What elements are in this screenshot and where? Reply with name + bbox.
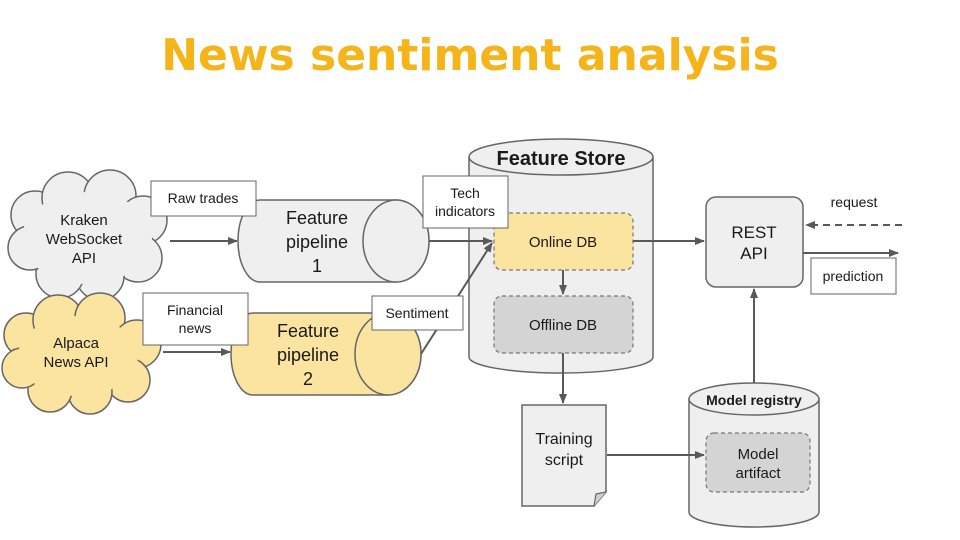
model-artifact-label-1: Model <box>738 446 779 463</box>
offline-db <box>493 295 634 354</box>
kraken-label-3: API <box>72 250 96 267</box>
financial-news-text-2: news <box>179 320 212 336</box>
training-script: Training script <box>521 404 607 507</box>
pipeline2-label-2: pipeline <box>277 345 339 365</box>
label-prediction: prediction <box>810 257 897 295</box>
rest-api-label-1: REST <box>731 223 776 242</box>
pipeline1-label-1: Feature <box>286 208 348 228</box>
kraken-label-2: WebSocket <box>46 231 123 248</box>
label-raw-trades: Raw trades <box>150 180 257 217</box>
kraken-label-1: Kraken <box>60 212 108 229</box>
training-script-label-1: Training <box>535 431 592 448</box>
tech-indicators-text-2: indicators <box>435 203 495 219</box>
financial-news-text-1: Financial <box>167 302 223 318</box>
raw-trades-text: Raw trades <box>168 190 239 206</box>
offline-db-label: Offline DB <box>529 317 597 334</box>
model-artifact-label-2: artifact <box>735 465 781 482</box>
alpaca-label-1: Alpaca <box>53 335 100 352</box>
tech-indicators-text-1: Tech <box>450 185 480 201</box>
model-artifact <box>705 432 811 493</box>
pipeline2-label-1: Feature <box>277 321 339 341</box>
rest-api: REST API <box>705 196 804 288</box>
page-title: News sentiment analysis <box>161 30 779 81</box>
label-tech-indicators: Tech indicators <box>422 175 509 229</box>
alpaca-label-2: News API <box>43 354 108 371</box>
kraken-cloud: Kraken WebSocket API <box>7 169 168 301</box>
feature-pipeline-2: Feature pipeline 2 <box>230 312 422 396</box>
feature-store-title: Feature Store <box>497 148 626 170</box>
alpaca-cloud: Alpaca News API <box>1 292 162 415</box>
rest-api-label-2: API <box>740 244 767 263</box>
online-db-label: Online DB <box>529 234 597 251</box>
model-registry: Model registry Model artifact <box>688 382 820 528</box>
feature-store: Feature Store Online DB Offline DB <box>468 138 654 374</box>
label-sentiment: Sentiment <box>371 295 464 331</box>
model-registry-title: Model registry <box>706 392 802 408</box>
sentiment-text: Sentiment <box>385 305 448 321</box>
label-financial-news: Financial news <box>142 292 249 346</box>
arrows <box>163 221 902 459</box>
request-label: request <box>831 194 878 210</box>
training-script-label-2: script <box>545 452 584 469</box>
prediction-text: prediction <box>823 268 884 284</box>
feature-pipeline-1: Feature pipeline 1 <box>237 199 430 283</box>
pipeline1-label-2: pipeline <box>286 232 348 252</box>
pipeline2-label-3: 2 <box>303 369 313 389</box>
pipeline1-label-3: 1 <box>312 256 322 276</box>
